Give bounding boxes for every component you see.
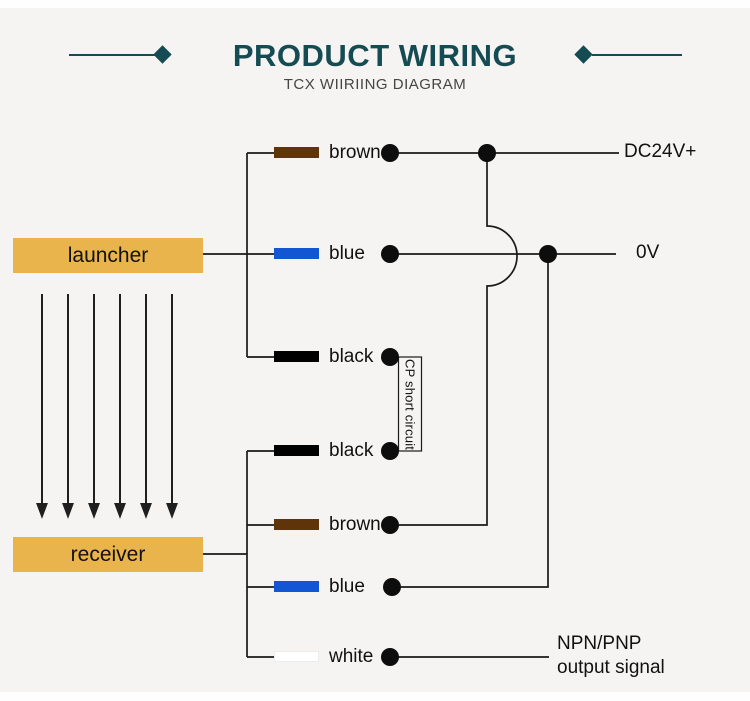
junction-dots [381, 144, 557, 666]
wire-label-receiver-blue: blue [329, 576, 365, 597]
receiver-box: receiver [13, 537, 203, 572]
page-title: PRODUCT WIRING [232, 38, 518, 73]
wire-label-receiver-black: black [329, 440, 374, 461]
wire-swatch-launcher-black [274, 351, 319, 362]
terminal-label-output-line2: output signal [557, 657, 665, 678]
terminal-label-dc24v: DC24V+ [624, 141, 697, 162]
beam-arrows [36, 294, 178, 519]
launcher-box: launcher [13, 238, 203, 273]
cp-short-circuit-box [397, 356, 423, 452]
wire-swatch-receiver-blue [274, 581, 319, 592]
wire-label-launcher-brown: brown [329, 142, 381, 163]
zero-v-net-line [390, 253, 616, 588]
wire-swatch-receiver-white [274, 651, 319, 662]
page-subtitle: TCX WIIRIING DIAGRAM [283, 76, 467, 93]
wire-label-launcher-blue: blue [329, 243, 365, 264]
dc24v-net-line [390, 152, 619, 526]
wire-label-receiver-brown: brown [329, 514, 381, 535]
terminal-label-output-line1: NPN/PNP [557, 633, 642, 654]
wire-swatch-receiver-black [274, 445, 319, 456]
wire-label-receiver-white: white [329, 646, 374, 667]
wire-swatch-receiver-brown [274, 519, 319, 530]
bottom-margin [0, 692, 750, 701]
terminal-label-0v: 0V [636, 242, 660, 263]
wire-swatch-launcher-blue [274, 248, 319, 259]
cp-short-circuit-label: CP short circuit [402, 358, 418, 451]
header-deco-line-right [592, 54, 682, 56]
wire-label-launcher-black: black [329, 346, 374, 367]
top-margin [0, 0, 750, 8]
terminal-label-output-signal: NPN/PNP output signal [557, 632, 665, 680]
launcher-bracket-lines [203, 152, 275, 358]
wire-swatch-launcher-brown [274, 147, 319, 158]
header-deco-line-left [69, 54, 159, 56]
receiver-bracket-lines [203, 450, 275, 658]
